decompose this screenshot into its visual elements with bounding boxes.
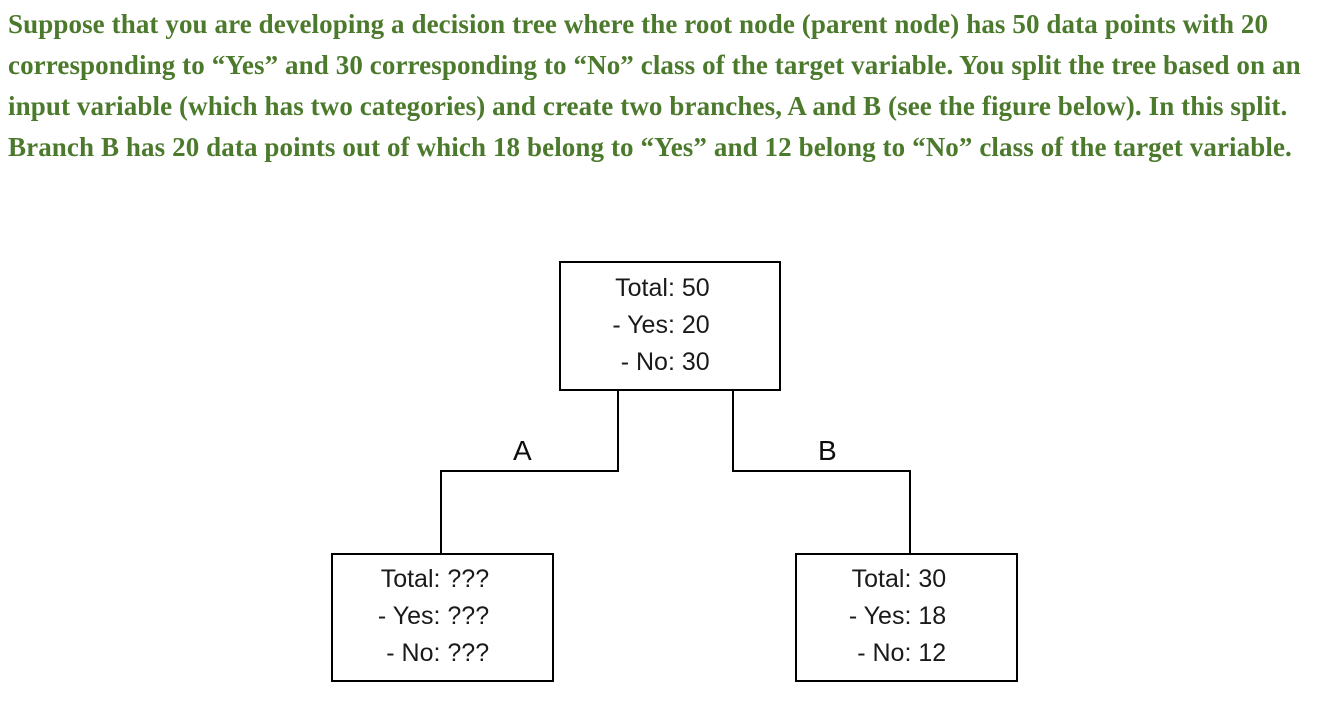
connector-branch-b [732, 391, 911, 553]
branch-b-yes-line: - Yes: 18 [848, 602, 947, 630]
tree-node-branch-a: Total: ??? - Yes: ??? - No: ??? [331, 553, 554, 682]
root-total-line: Total: 50 [615, 273, 710, 302]
question-text: Suppose that you are developing a decisi… [8, 9, 1308, 162]
tree-node-root: Total: 50 - Yes: 20 - No: 30 [559, 261, 781, 391]
tree-node-branch-a-lines: Total: ??? - Yes: ??? - No: ??? [378, 561, 507, 672]
root-yes-line: - Yes: 20 [612, 310, 710, 339]
tree-node-branch-b: Total: 30 - Yes: 18 - No: 12 [795, 553, 1018, 682]
branch-a-no-line: - No: ??? [386, 639, 490, 667]
branch-a-total-line: Total: ??? [380, 565, 490, 593]
branch-a-yes-line: - Yes: ??? [377, 602, 490, 630]
branch-b-total-line: Total: 30 [851, 565, 947, 593]
branch-label-b: B [818, 435, 837, 466]
root-no-line: - No: 30 [620, 347, 710, 376]
connector-branch-a [440, 391, 619, 553]
tree-node-branch-b-lines: Total: 30 - Yes: 18 - No: 12 [849, 561, 964, 672]
tree-node-root-lines: Total: 50 - Yes: 20 - No: 30 [612, 270, 727, 381]
branch-label-a: A [513, 435, 532, 466]
branch-b-no-line: - No: 12 [857, 639, 947, 667]
